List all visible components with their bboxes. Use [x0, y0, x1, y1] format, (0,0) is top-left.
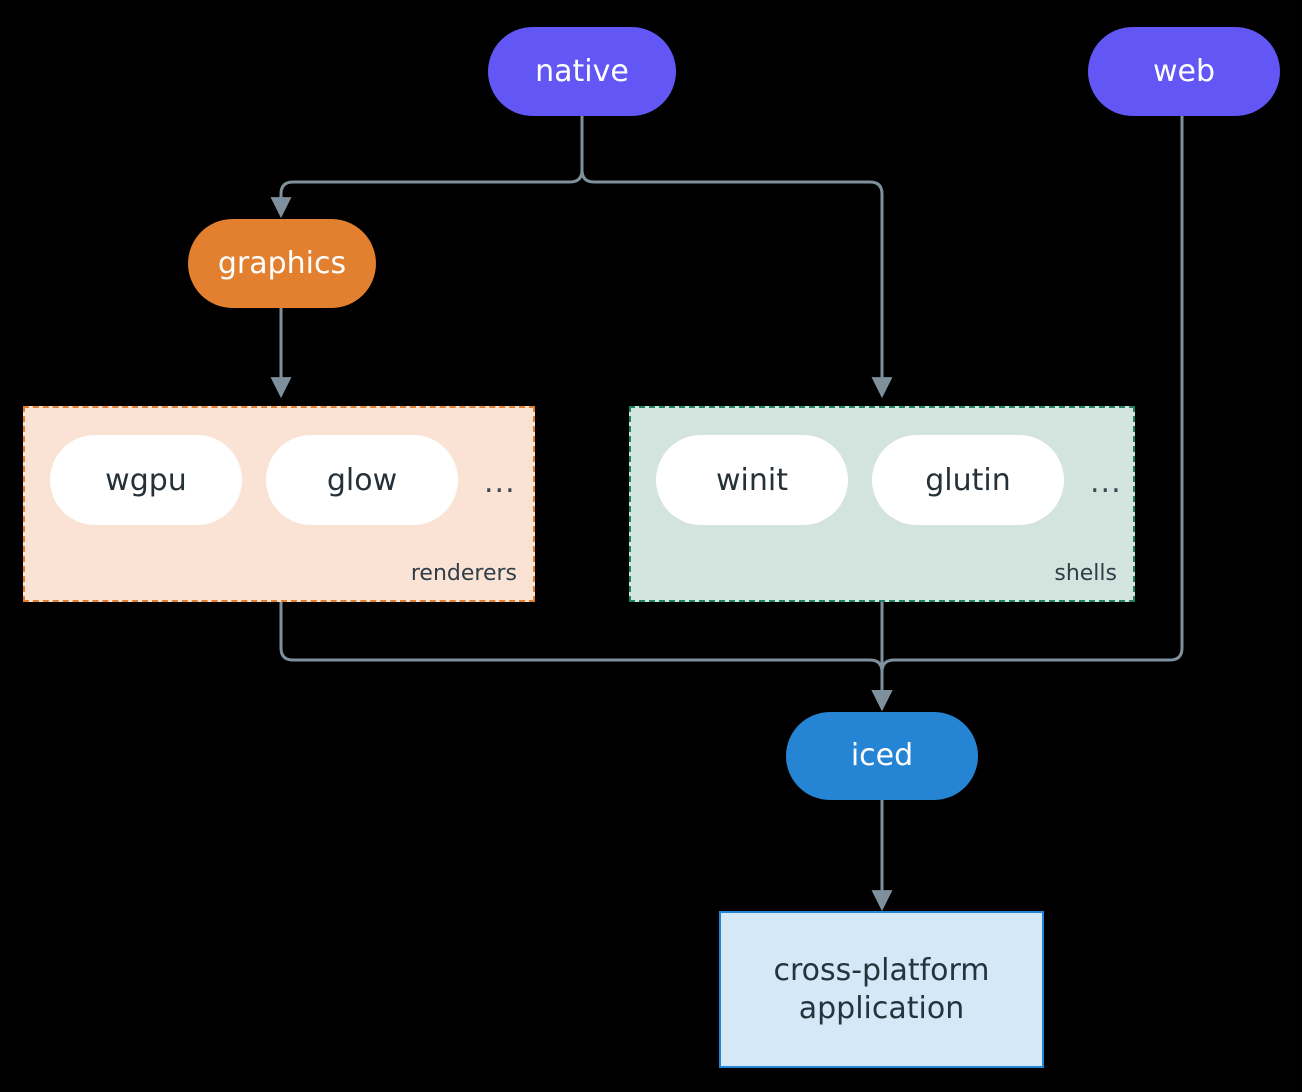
leaf-glutin[interactable]: glutin [872, 435, 1064, 525]
cluster-shells-label: shells [1054, 561, 1117, 586]
cluster-shells: winit glutin ... shells [629, 406, 1135, 602]
leaf-glutin-label: glutin [925, 462, 1011, 498]
node-web[interactable]: web [1088, 27, 1280, 116]
node-graphics[interactable]: graphics [188, 219, 376, 308]
node-application-label-line2: application [798, 990, 965, 1026]
edge-native-to-graphics [270, 116, 584, 219]
leaf-winit[interactable]: winit [656, 435, 848, 525]
cluster-renderers-label: renderers [410, 561, 517, 586]
leaf-glow[interactable]: glow [266, 435, 458, 525]
node-iced[interactable]: iced [786, 712, 978, 800]
leaf-glow-label: glow [326, 462, 398, 498]
node-native[interactable]: native [488, 27, 676, 116]
leaf-wgpu[interactable]: wgpu [50, 435, 242, 525]
cluster-renderers: wgpu glow ... renderers [23, 406, 535, 602]
node-native-label: native [535, 53, 629, 89]
shells-overflow-ellipsis: ... [1090, 465, 1122, 500]
node-web-label: web [1152, 53, 1216, 89]
leaf-winit-label: winit [716, 462, 788, 498]
edge-renderers-to-iced [279, 602, 893, 712]
node-iced-label: iced [850, 738, 914, 774]
leaf-wgpu-label: wgpu [105, 462, 187, 498]
edge-native-to-shells [580, 116, 893, 399]
renderers-overflow-ellipsis: ... [484, 465, 516, 500]
node-application[interactable]: cross-platform application [719, 911, 1044, 1068]
node-graphics-label: graphics [217, 245, 347, 281]
node-application-label-line1: cross-platform [773, 953, 990, 988]
